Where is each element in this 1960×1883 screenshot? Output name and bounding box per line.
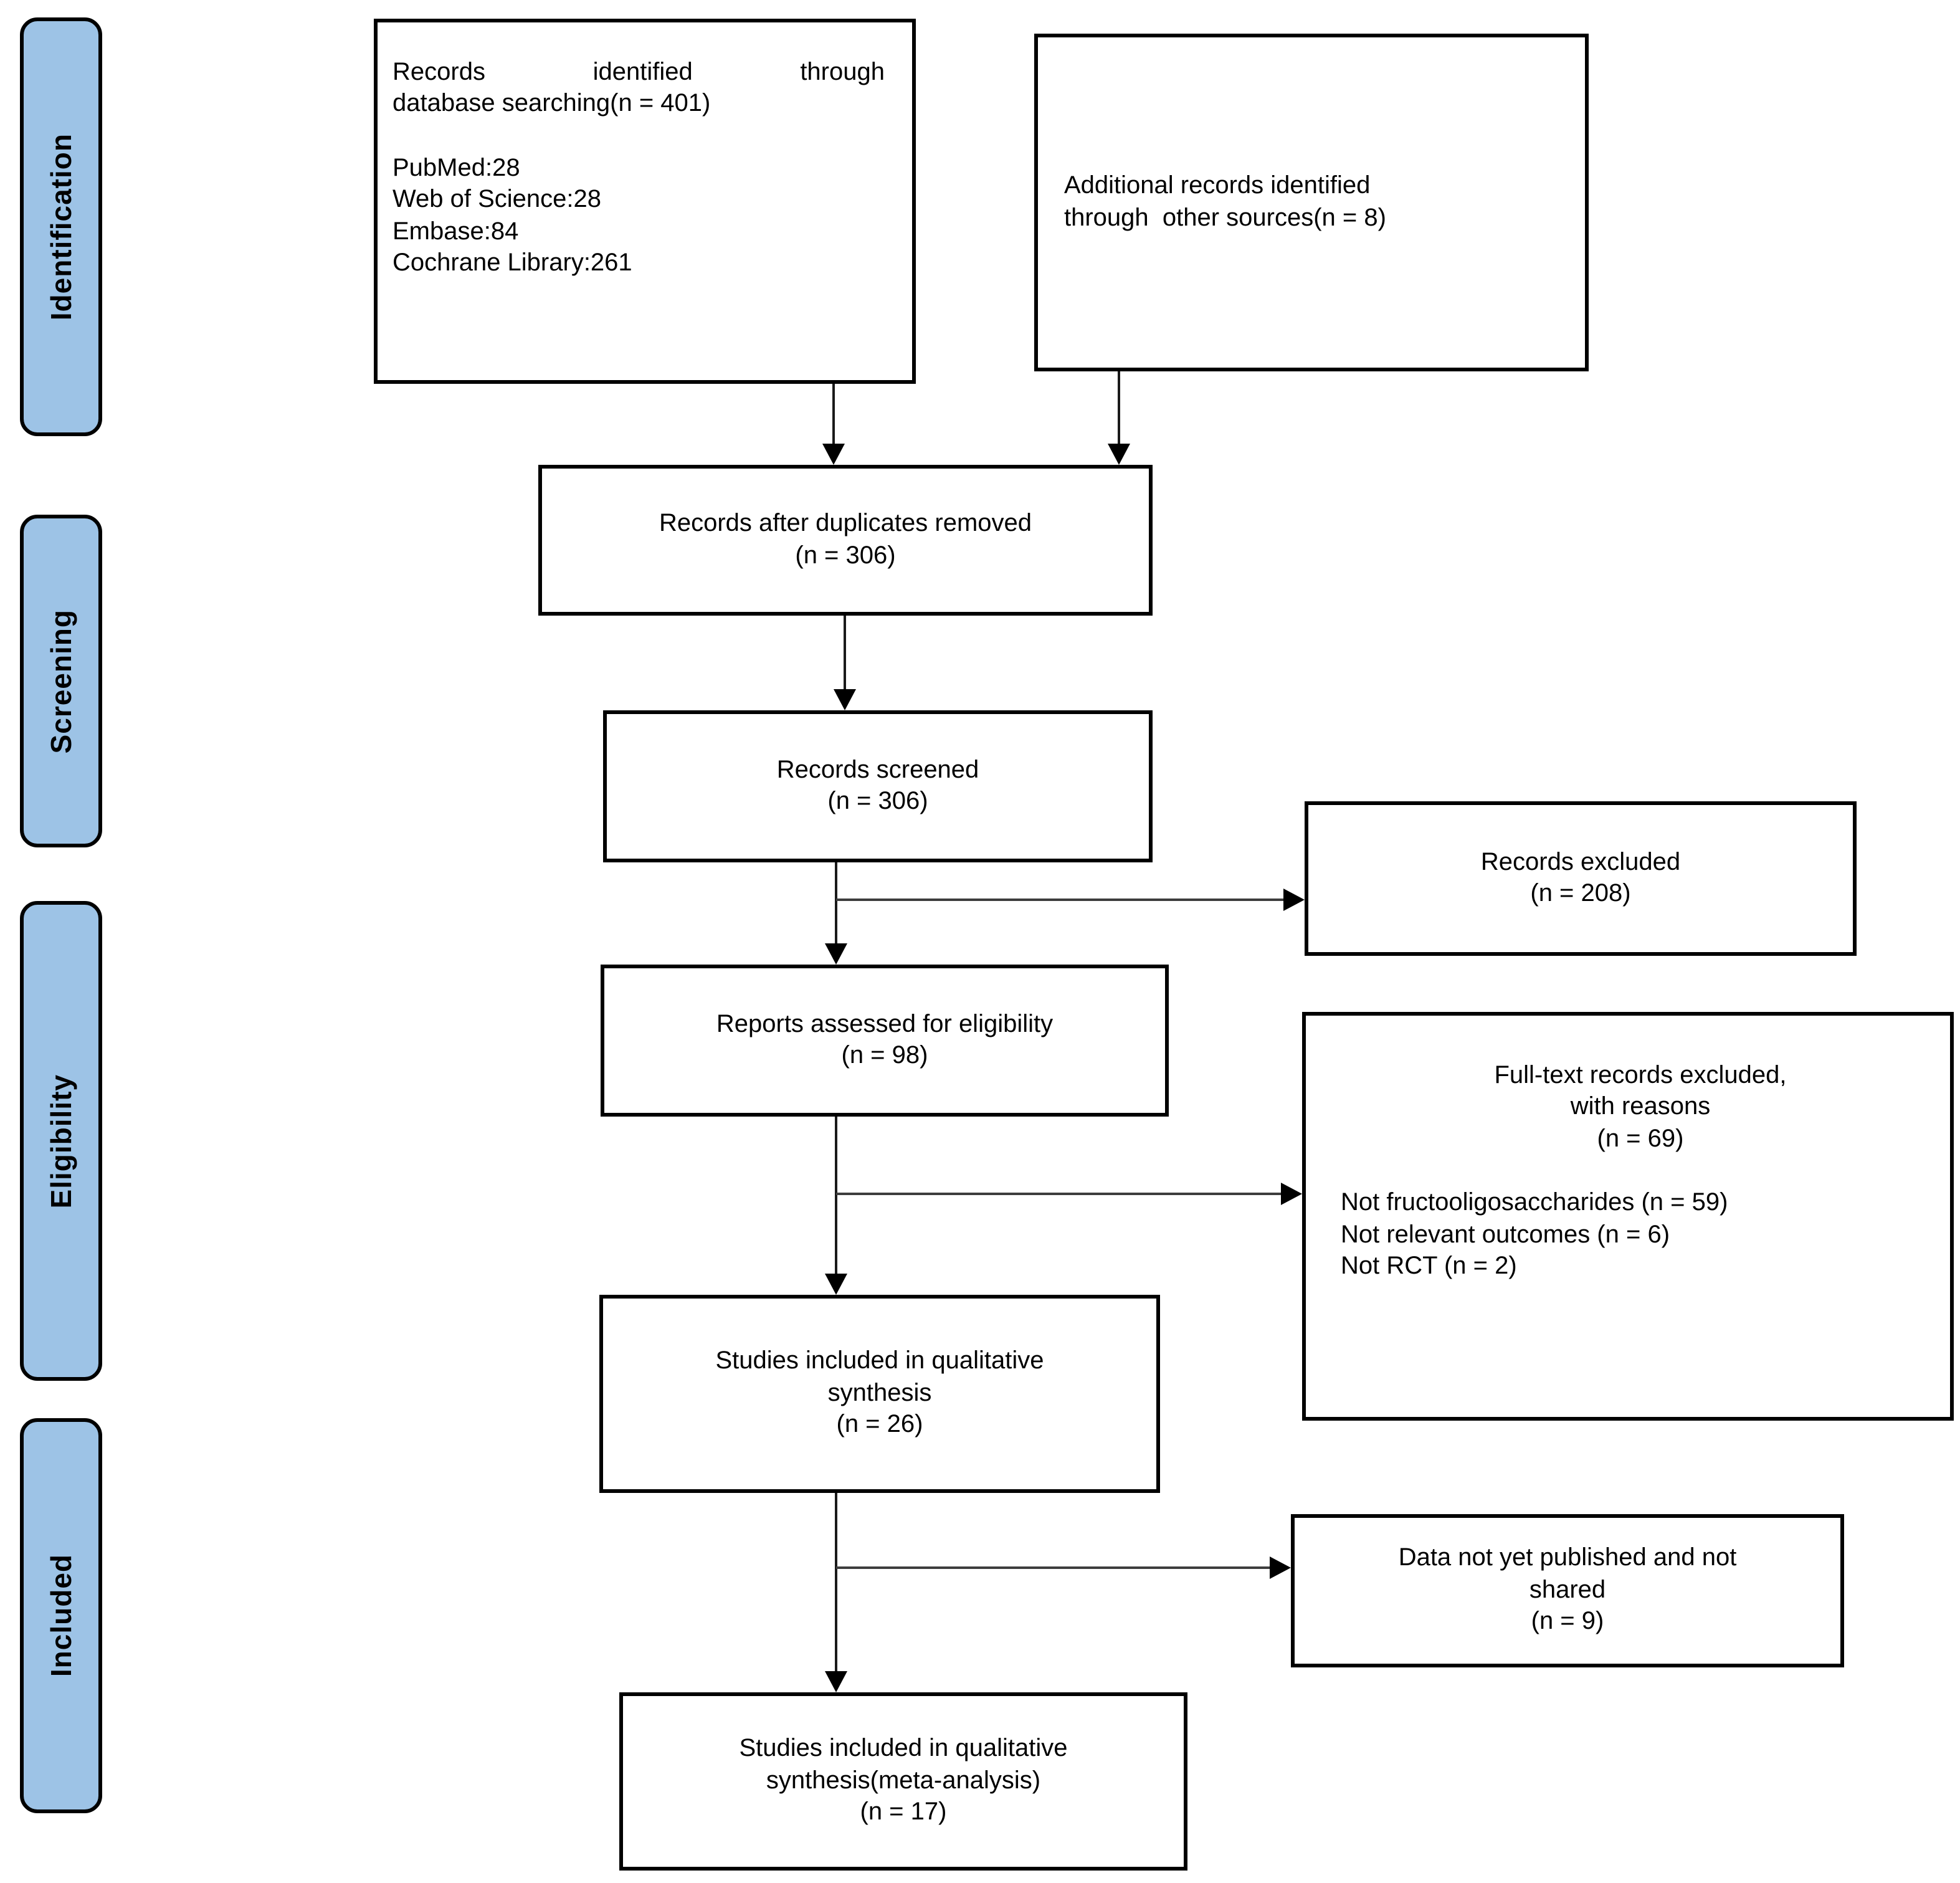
connector-screened-to-excluded-line bbox=[836, 899, 1283, 901]
records-identified-line1: Records identified through bbox=[392, 59, 885, 86]
connector-additional-to-dedup-line bbox=[1118, 371, 1120, 446]
arrowhead-screened-to-excluded bbox=[1283, 889, 1305, 911]
arrowhead-qualitative-to-notshared bbox=[1270, 1556, 1291, 1579]
connector-qualitative-to-notshared-line bbox=[836, 1566, 1270, 1569]
source-cochrane: Cochrane Library:261 bbox=[392, 249, 632, 277]
box-data-not-published: Data not yet published and not shared (n… bbox=[1291, 1514, 1844, 1667]
box-duplicates-removed: Records after duplicates removed (n = 30… bbox=[538, 465, 1153, 616]
stage-label-identification-text: Identification bbox=[44, 133, 77, 321]
arrowhead-assessed-to-qualitative bbox=[825, 1274, 847, 1295]
stage-label-screening: Screening bbox=[20, 515, 102, 847]
arrowhead-additional-to-dedup bbox=[1108, 444, 1130, 465]
box-reports-assessed: Reports assessed for eligibility (n = 98… bbox=[601, 965, 1169, 1117]
reason-not-rct: Not RCT (n = 2) bbox=[1341, 1252, 1517, 1280]
source-web-of-science: Web of Science:28 bbox=[392, 186, 602, 214]
stage-label-identification: Identification bbox=[20, 17, 102, 436]
records-screened-text: Records screened (n = 306) bbox=[776, 756, 979, 815]
records-identified-line2: database searching(n = 401) bbox=[392, 90, 711, 118]
box-records-excluded: Records excluded (n = 208) bbox=[1305, 801, 1857, 956]
reason-not-relevant: Not relevant outcomes (n = 6) bbox=[1341, 1221, 1670, 1249]
records-excluded-text: Records excluded (n = 208) bbox=[1480, 848, 1681, 907]
box-records-screened: Records screened (n = 306) bbox=[603, 710, 1153, 862]
stage-label-included-text: Included bbox=[44, 1554, 77, 1677]
stage-label-screening-text: Screening bbox=[44, 609, 77, 753]
arrowhead-identified-to-dedup bbox=[822, 444, 845, 465]
duplicates-removed-text: Records after duplicates removed (n = 30… bbox=[659, 510, 1032, 569]
connector-assessed-to-fulltext-line bbox=[836, 1193, 1281, 1195]
stage-label-eligibility-text: Eligibility bbox=[44, 1074, 77, 1208]
arrowhead-assessed-to-fulltext bbox=[1281, 1183, 1302, 1205]
box-fulltext-excluded: Full-text records excluded, with reasons… bbox=[1302, 1012, 1954, 1421]
stage-label-included: Included bbox=[20, 1418, 102, 1813]
source-embase: Embase:84 bbox=[392, 217, 519, 246]
reports-assessed-text: Reports assessed for eligibility (n = 98… bbox=[716, 1010, 1054, 1069]
data-not-published-text: Data not yet published and not shared (n… bbox=[1398, 1544, 1737, 1636]
additional-records-text: Additional records identified through ot… bbox=[1064, 172, 1386, 231]
box-records-identified: Records identified through database sear… bbox=[374, 19, 916, 384]
reason-not-fos: Not fructooligosaccharides (n = 59) bbox=[1341, 1189, 1728, 1217]
arrowhead-screened-to-assessed bbox=[825, 943, 847, 965]
box-meta-analysis: Studies included in qualitative synthesi… bbox=[619, 1692, 1187, 1871]
fulltext-excluded-heading: Full-text records excluded, with reasons… bbox=[1494, 1062, 1787, 1153]
box-additional-records: Additional records identified through ot… bbox=[1034, 34, 1589, 371]
connector-assessed-to-qualitative-line bbox=[835, 1117, 837, 1274]
qualitative-synthesis-text: Studies included in qualitative synthesi… bbox=[715, 1347, 1044, 1439]
meta-analysis-text: Studies included in qualitative synthesi… bbox=[739, 1735, 1068, 1826]
exclusion-reason-list: Not fructooligosaccharides (n = 59) Not … bbox=[1341, 1188, 1940, 1282]
stage-label-eligibility: Eligibility bbox=[20, 901, 102, 1381]
arrowhead-dedup-to-screened bbox=[834, 689, 856, 710]
database-source-list: PubMed:28 Web of Science:28 Embase:84 Co… bbox=[392, 153, 885, 280]
arrowhead-qualitative-to-meta bbox=[825, 1671, 847, 1692]
connector-dedup-to-screened-line bbox=[844, 616, 846, 690]
source-pubmed: PubMed:28 bbox=[392, 154, 520, 182]
connector-qualitative-to-meta-line bbox=[835, 1493, 837, 1671]
box-qualitative-synthesis: Studies included in qualitative synthesi… bbox=[599, 1295, 1160, 1493]
connector-identified-to-dedup-line bbox=[832, 384, 835, 446]
connector-screened-to-assessed-line bbox=[835, 862, 837, 945]
